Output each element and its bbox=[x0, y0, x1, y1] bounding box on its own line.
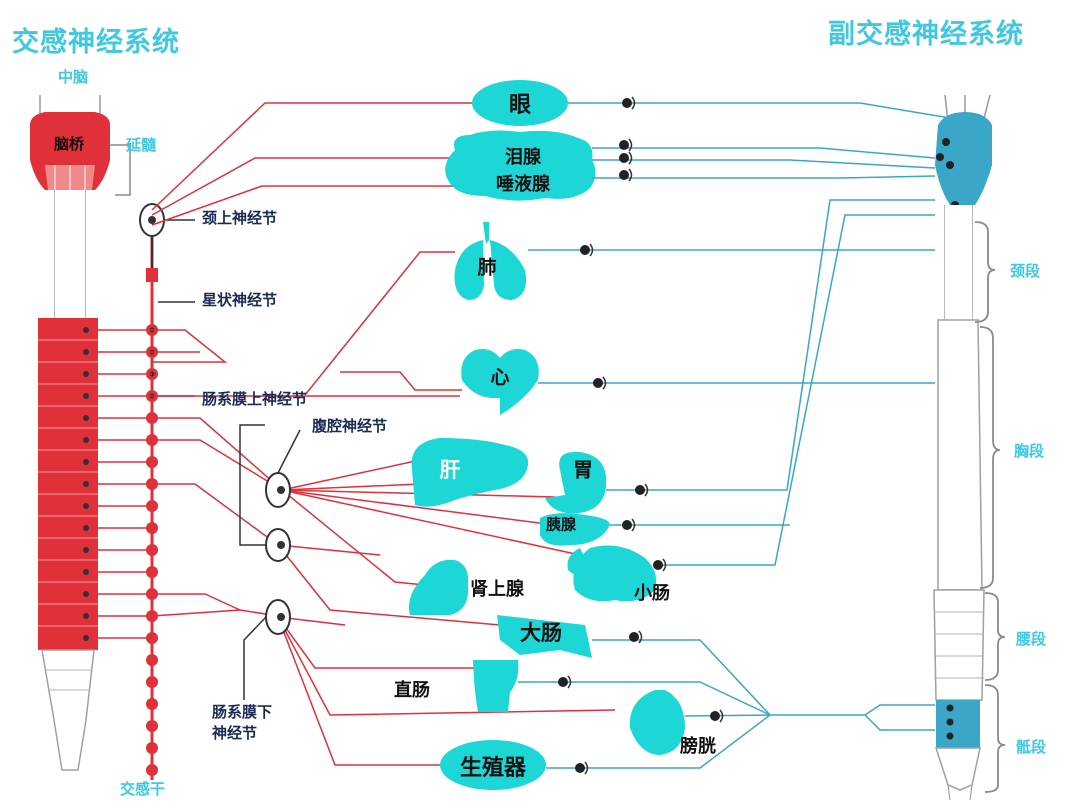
liver-label: 肝 bbox=[439, 458, 461, 482]
eye-label: 眼 bbox=[508, 93, 532, 118]
celiac-ganglion-label: 腹腔神经节 bbox=[312, 417, 388, 435]
heart-label: 心 bbox=[490, 366, 510, 389]
adrenal-gland-label: 肾上腺 bbox=[470, 579, 524, 600]
liver-shape bbox=[411, 438, 529, 507]
right-spinal-cord bbox=[933, 94, 992, 801]
pancreas-label: 胰腺 bbox=[545, 515, 577, 534]
brainstem-parasympathetic bbox=[935, 112, 992, 205]
large-intestine-label: 大肠 bbox=[520, 621, 562, 645]
salivary-gland-label: 唾液腺 bbox=[496, 174, 550, 195]
organs bbox=[409, 80, 685, 790]
genitals-shape bbox=[440, 740, 546, 790]
pons-label: 脑桥 bbox=[54, 135, 85, 153]
sympathetic-trunk-label: 交感干 bbox=[120, 780, 166, 798]
eye-shape bbox=[472, 80, 568, 126]
lung-label: 肺 bbox=[477, 256, 497, 279]
sympathetic-title: 交感神经系统 bbox=[12, 27, 180, 58]
lumbar-segment-label: 腰段 bbox=[1016, 630, 1047, 648]
glands-shape bbox=[445, 130, 596, 201]
parasympathetic-fibers bbox=[518, 102, 951, 769]
parasympathetic-ganglia bbox=[558, 96, 724, 775]
bladder-label: 膀胱 bbox=[680, 736, 716, 757]
left-spinal-cord bbox=[30, 95, 110, 771]
inferior-mesenteric-ganglion bbox=[265, 599, 291, 635]
small-intestine-label: 小肠 bbox=[634, 583, 670, 604]
cervical-segment-label: 颈段 bbox=[1010, 262, 1041, 280]
inferior-mesenteric-pointer bbox=[243, 616, 267, 700]
segment-brackets bbox=[974, 221, 1006, 793]
sympathetic-trunk bbox=[146, 235, 158, 780]
stellate-ganglion-label: 星状神经节 bbox=[202, 291, 278, 309]
medulla-pointer bbox=[110, 144, 131, 196]
superior-mesenteric-ganglion bbox=[265, 528, 291, 562]
genitals-label: 生殖器 bbox=[459, 756, 527, 781]
medulla-label: 延髓 bbox=[126, 136, 157, 154]
superior-cervical-ganglion bbox=[139, 203, 195, 268]
sacral-segment-label: 骶段 bbox=[1016, 738, 1047, 756]
rectum-label: 直肠 bbox=[394, 680, 430, 701]
thoracic-segment-label: 胸段 bbox=[1014, 442, 1045, 460]
midbrain-label: 中脑 bbox=[58, 68, 89, 86]
preganglionic-connectors bbox=[98, 329, 152, 639]
superior-cervical-ganglion-label: 颈上神经节 bbox=[202, 209, 278, 227]
sympathetic-fibers bbox=[151, 102, 616, 766]
celiac-ganglion bbox=[265, 429, 301, 508]
superior-mesenteric-ganglion-label: 肠系膜上神经节 bbox=[202, 390, 308, 408]
superior-mesenteric-bracket bbox=[239, 424, 265, 546]
stomach-label: 胃 bbox=[573, 457, 593, 482]
heart-shape bbox=[461, 349, 539, 415]
inferior-mesenteric-ganglion-label: 肠系膜下 神经节 bbox=[212, 703, 273, 742]
lacrimal-gland-label: 泪腺 bbox=[505, 147, 541, 168]
parasympathetic-title: 副交感神经系统 bbox=[828, 19, 1024, 50]
large-intestine-shape bbox=[497, 615, 592, 658]
